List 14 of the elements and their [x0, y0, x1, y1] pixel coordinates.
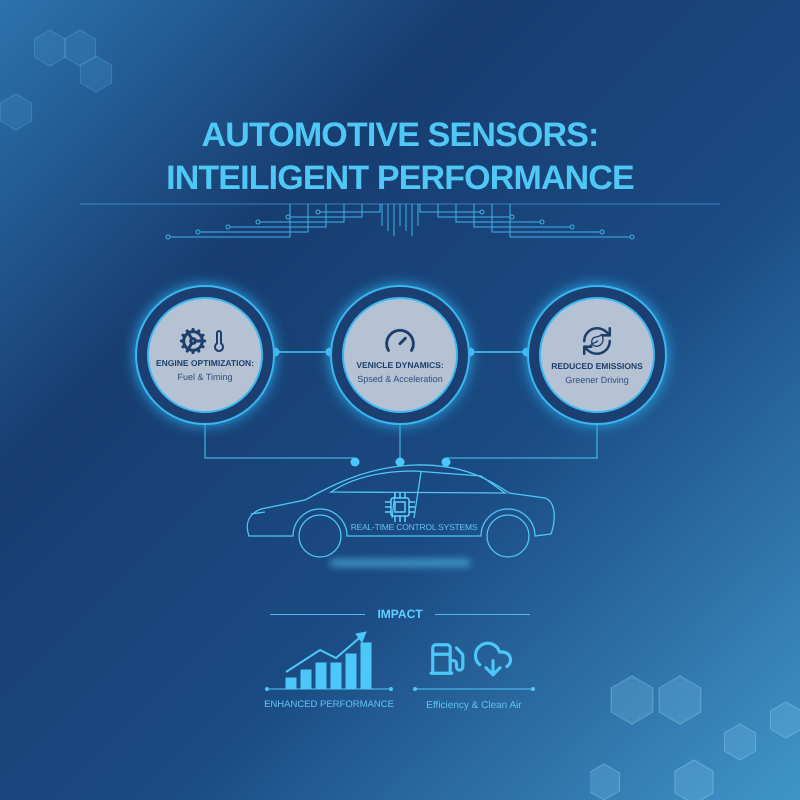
- title: AUTOMOTIVE SENSORS: INTEILIGENT PERFORMANCE: [165, 115, 635, 198]
- section-heading: IMPACT: [377, 606, 423, 623]
- feature-subtitle: Fuel & Timing: [177, 372, 233, 383]
- feature-title: REDUCED EMISSIONS: [551, 361, 643, 372]
- feature-title: ENGINE OPTIMIZATION:: [156, 358, 254, 369]
- feature-title: VENICLE DYNAMICS:: [356, 360, 444, 371]
- impact-label: Efficiency & Clean Air: [425, 699, 523, 713]
- car-caption: REAL-TIME CONTROL SYSTEMS: [350, 521, 478, 534]
- connector-line: [442, 424, 598, 466]
- connector-line: [204, 424, 360, 466]
- feature-subtitle: Greener Driving: [565, 374, 629, 386]
- feature-subtitle: Spsed & Acceleration: [357, 374, 443, 385]
- connector-line: [396, 424, 404, 466]
- impact-label: ENHANCED PERFORMANCE: [264, 698, 394, 712]
